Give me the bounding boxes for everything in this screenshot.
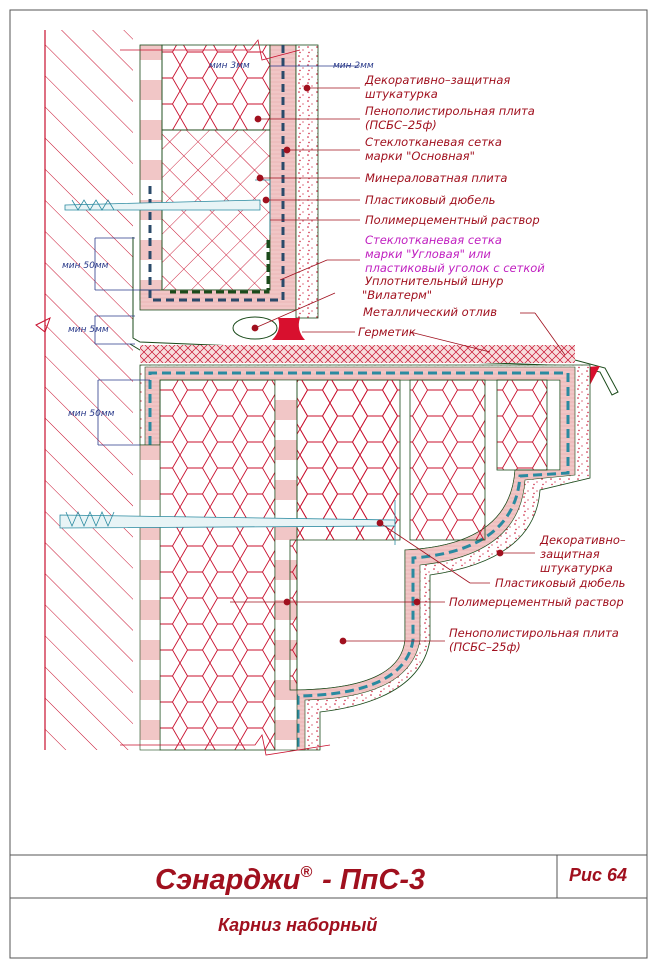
sealant-upper bbox=[272, 318, 305, 340]
label-sealant: Герметик bbox=[358, 325, 416, 339]
label-sealing-cord-2: "Вилатерм" bbox=[362, 288, 432, 302]
dowel-lower bbox=[59, 500, 396, 545]
mesh-upper bbox=[148, 45, 285, 302]
label-corner-mesh-2: марки "Угловая" или bbox=[365, 247, 491, 261]
corner-mesh bbox=[170, 240, 270, 294]
foam-board-upper bbox=[161, 44, 271, 131]
dim-min50-top: мин 50мм bbox=[62, 261, 109, 271]
label-plaster-lower-2: защитная bbox=[540, 547, 600, 561]
label-plaster: Декоративно–защитная bbox=[364, 73, 510, 87]
drawing-frame bbox=[9, 9, 648, 959]
label-foam-lower-2: (ПСБС–25ф) bbox=[449, 640, 521, 654]
label-plaster-lower-3: штукатурка bbox=[540, 561, 613, 575]
cornice-top-band bbox=[140, 345, 575, 363]
figure-number: Рис 64 bbox=[569, 865, 627, 885]
label-foam-2: (ПСБС–25ф) bbox=[365, 118, 437, 132]
break-line-bottom bbox=[120, 734, 331, 756]
label-plaster-2: штукатурка bbox=[365, 87, 438, 101]
foam-board-lower-1 bbox=[159, 379, 276, 751]
label-mineral-wool: Минераловатная плита bbox=[365, 171, 507, 185]
product-title: Сэнарджи®- ПпС-3 bbox=[155, 864, 425, 896]
label-mortar-lower: Полимерцементный раствор bbox=[449, 595, 624, 609]
adhesive-strips-lower bbox=[139, 444, 161, 751]
label-corner-mesh: Стеклотканевая сетка bbox=[365, 233, 502, 247]
dim-min2: мин 2мм bbox=[333, 61, 374, 71]
labels-top: Декоративно–защитная штукатурка Пенополи… bbox=[358, 73, 545, 339]
break-line-top bbox=[120, 39, 301, 61]
foam-board-lower-4 bbox=[496, 379, 548, 471]
dimension-lines bbox=[94, 65, 360, 446]
masonry-wall bbox=[35, 30, 133, 750]
dim-min5: мин 5мм bbox=[68, 325, 109, 335]
label-mortar: Полимерцементный раствор bbox=[365, 213, 540, 227]
dim-min50-bottom: мин 50мм bbox=[68, 409, 115, 419]
label-mesh: Стеклотканевая сетка bbox=[365, 135, 502, 149]
foam-board-lower-2b bbox=[300, 380, 400, 540]
label-foam-lower: Пенополистирольная плита bbox=[449, 626, 619, 640]
leader-lines-bottom bbox=[230, 519, 535, 645]
label-corner-mesh-3: пластиковый уголок с сеткой bbox=[365, 261, 545, 275]
label-dowel-lower: Пластиковый дюбель bbox=[495, 576, 625, 590]
label-flashing: Металлический отлив bbox=[363, 305, 497, 319]
plaster-upper bbox=[295, 44, 319, 319]
dim-min3: мин 3мм bbox=[209, 61, 250, 71]
label-sealing-cord: Уплотнительный шнур bbox=[365, 274, 503, 288]
label-foam: Пенополистирольная плита bbox=[365, 104, 535, 118]
leader-lines-top bbox=[251, 84, 566, 356]
adhesive-strips-upper bbox=[139, 44, 163, 301]
labels-bottom: Декоративно– защитная штукатурка Пластик… bbox=[449, 533, 626, 654]
label-dowel: Пластиковый дюбель bbox=[365, 193, 495, 207]
mesh-lower bbox=[148, 371, 570, 750]
drawing-caption: Карниз наборный bbox=[218, 915, 377, 935]
label-mesh-2: марки "Основная" bbox=[365, 149, 475, 163]
label-plaster-lower: Декоративно– bbox=[539, 533, 626, 547]
foam-board-lower-3 bbox=[409, 379, 486, 541]
